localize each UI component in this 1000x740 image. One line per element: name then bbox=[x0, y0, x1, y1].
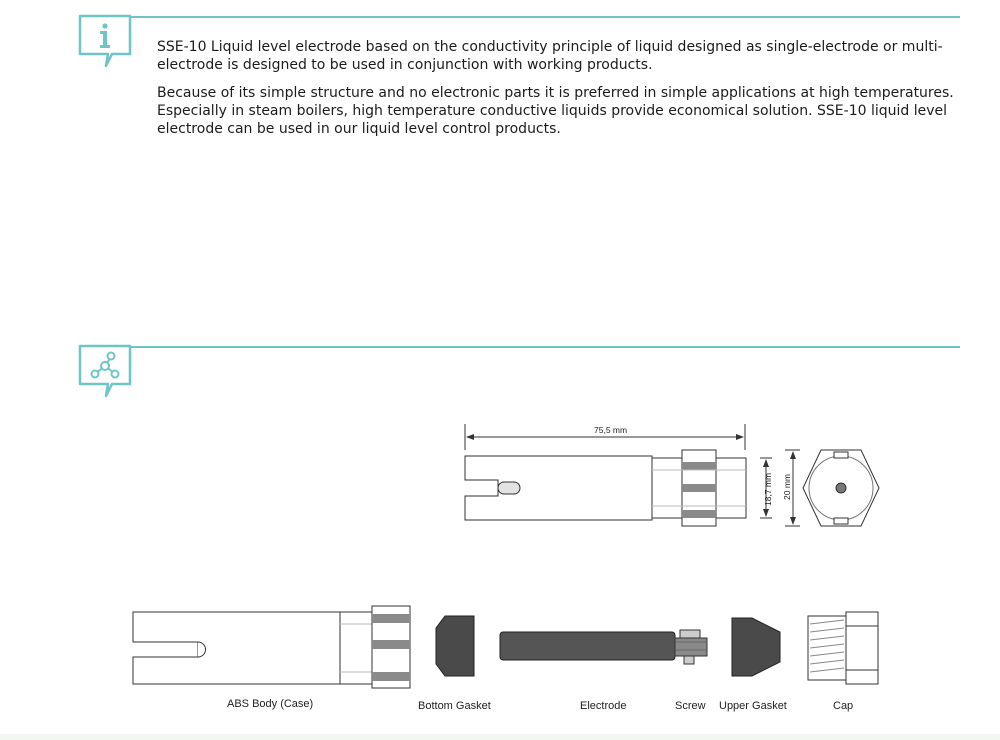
bottom-gasket-part bbox=[435, 615, 475, 677]
label-electrode: Electrode bbox=[580, 700, 626, 712]
label-cap: Cap bbox=[833, 700, 853, 712]
screw-part bbox=[676, 629, 706, 665]
end-view bbox=[802, 449, 880, 527]
cap-part bbox=[807, 611, 879, 685]
electrode-part bbox=[499, 631, 708, 661]
bottom-strip bbox=[0, 734, 1000, 740]
assembled-side-view bbox=[464, 424, 800, 527]
dimension-length: 75,5 mm bbox=[594, 425, 627, 435]
product-description: SSE-10 Liquid level electrode based on t… bbox=[157, 38, 967, 147]
upper-gasket-part bbox=[731, 617, 781, 677]
label-screw: Screw bbox=[675, 700, 706, 712]
abs-body-case bbox=[132, 605, 411, 689]
label-upper-gasket: Upper Gasket bbox=[719, 700, 787, 712]
label-bottom-gasket: Bottom Gasket bbox=[418, 700, 491, 712]
molecule-icon bbox=[78, 344, 132, 398]
description-paragraph-1: SSE-10 Liquid level electrode based on t… bbox=[157, 39, 943, 74]
label-abs-body: ABS Body (Case) bbox=[227, 698, 313, 710]
dimension-inner-diameter: 18,7 mm bbox=[763, 473, 773, 506]
dimension-outer-diameter: 20 mm bbox=[782, 474, 792, 500]
info-section-rule bbox=[130, 16, 960, 18]
structure-section-rule bbox=[130, 346, 960, 348]
description-paragraph-2: Because of its simple structure and no e… bbox=[157, 84, 954, 138]
info-icon bbox=[78, 14, 132, 68]
